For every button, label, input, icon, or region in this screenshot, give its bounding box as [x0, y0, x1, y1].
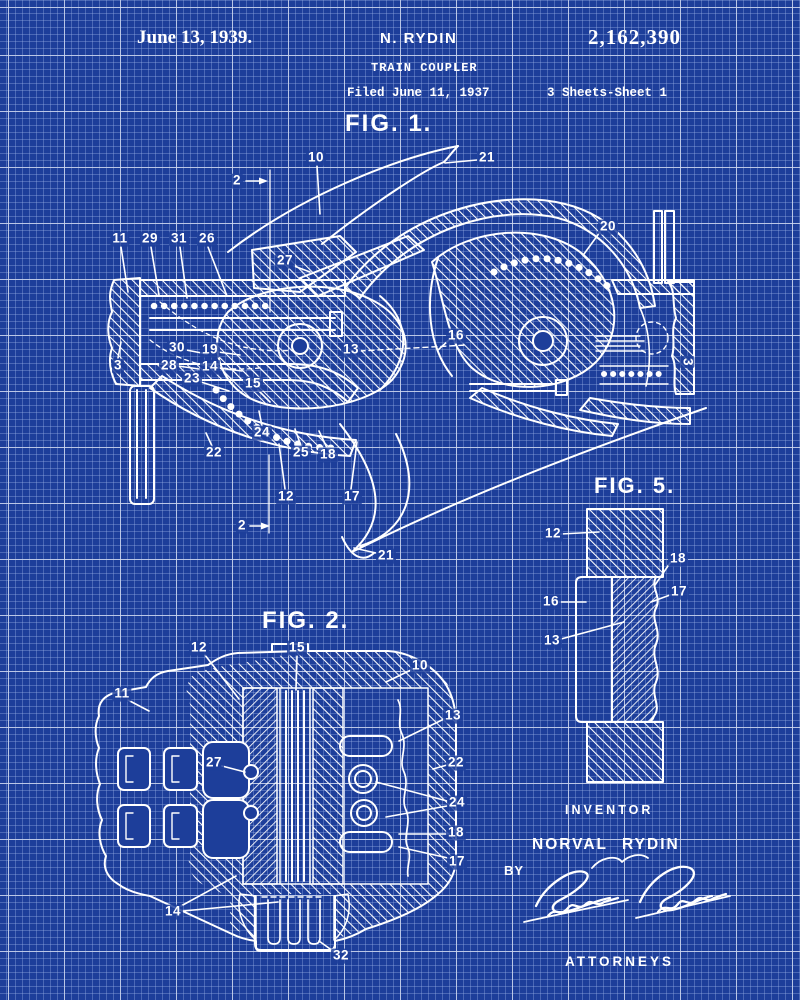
- ref-numeral-fig2-14: 14: [162, 903, 184, 920]
- ref-numeral-fig2-17: 17: [446, 853, 468, 870]
- inventor-name-header: N. RYDIN: [380, 30, 458, 47]
- filing-date: Filed June 11, 1937: [347, 86, 490, 100]
- ref-numeral-fig2-32: 32: [330, 947, 352, 964]
- ref-numeral-fig5-12: 12: [542, 525, 564, 542]
- patent-date: June 13, 1939.: [137, 27, 253, 48]
- ref-numeral-fig1-3: 3: [111, 357, 125, 374]
- ref-numeral-fig1-10: 10: [305, 149, 327, 166]
- ref-numeral-fig1-20: 20: [597, 218, 619, 235]
- sheet-info: 3 Sheets-Sheet 1: [547, 86, 668, 100]
- ref-numeral-fig2-13: 13: [442, 707, 464, 724]
- ref-numeral-fig1-27: 27: [274, 252, 296, 269]
- ref-numeral-fig1-29: 29: [139, 230, 161, 247]
- ref-numeral-fig1-31: 31: [168, 230, 190, 247]
- ref-numeral-fig1-11: 11: [110, 230, 130, 247]
- attorneys-label: ATTORNEYS: [565, 954, 675, 969]
- ref-numeral-fig1-12: 12: [275, 488, 297, 505]
- ref-numeral-fig2-27: 27: [203, 754, 225, 771]
- attorney-signature: [523, 854, 731, 923]
- ref-numeral-fig1-14: 14: [199, 358, 221, 375]
- ref-numeral-fig1-17: 17: [341, 488, 363, 505]
- ref-numeral-fig5-18: 18: [667, 550, 689, 567]
- ref-numeral-fig1-21: 21: [476, 149, 498, 166]
- ref-numeral-fig1-16: 16: [445, 327, 467, 344]
- ref-numeral-fig1-22: 22: [203, 444, 225, 461]
- inventor-label: INVENTOR: [565, 803, 654, 817]
- ref-numeral-fig2-11: 11: [112, 685, 132, 702]
- patent-number: 2,162,390: [588, 25, 681, 49]
- ref-numeral-fig1-2: 2: [235, 517, 249, 534]
- ref-numeral-fig2-15: 15: [286, 639, 308, 656]
- ref-numeral-fig1-19: 19: [199, 341, 221, 358]
- fig5-title: FIG. 5.: [594, 473, 676, 498]
- ref-numeral-fig1-15: 15: [242, 375, 264, 392]
- ref-numeral-fig1-26: 26: [196, 230, 218, 247]
- ref-numeral-fig1-18: 18: [317, 446, 339, 463]
- ref-numeral-fig1-24: 24: [251, 424, 273, 441]
- fig1-drawing: [107, 145, 707, 559]
- ref-numeral-fig5-16: 16: [540, 593, 562, 610]
- ref-numeral-fig1-30: 30: [166, 339, 188, 356]
- fig5-drawing: [558, 508, 671, 783]
- ref-numeral-fig5-17: 17: [668, 583, 690, 600]
- ref-numeral-fig2-24: 24: [446, 794, 468, 811]
- by-label: BY: [504, 863, 525, 878]
- ref-numeral-fig2-12: 12: [188, 639, 210, 656]
- ref-numeral-fig1-3: 3: [679, 355, 696, 369]
- inventor-full-name: NORVAL RYDIN: [532, 836, 680, 853]
- fig1-title: FIG. 1.: [345, 110, 433, 137]
- ref-numeral-fig1-21: 21: [375, 547, 397, 564]
- ref-numeral-fig1-13: 13: [340, 341, 362, 358]
- ref-numeral-fig1-28: 28: [158, 357, 180, 374]
- ref-numeral-fig2-22: 22: [445, 754, 467, 771]
- fig2-drawing: [94, 643, 457, 952]
- ref-numeral-fig1-23: 23: [181, 370, 203, 387]
- ref-numeral-fig2-10: 10: [409, 657, 431, 674]
- fig2-title: FIG. 2.: [262, 607, 350, 634]
- patent-title: TRAIN COUPLER: [371, 61, 478, 75]
- ref-numeral-fig2-18: 18: [445, 824, 467, 841]
- ref-numeral-fig5-13: 13: [541, 632, 563, 649]
- ref-numeral-fig1-2: 2: [230, 172, 244, 189]
- ref-numeral-fig1-25: 25: [290, 444, 312, 461]
